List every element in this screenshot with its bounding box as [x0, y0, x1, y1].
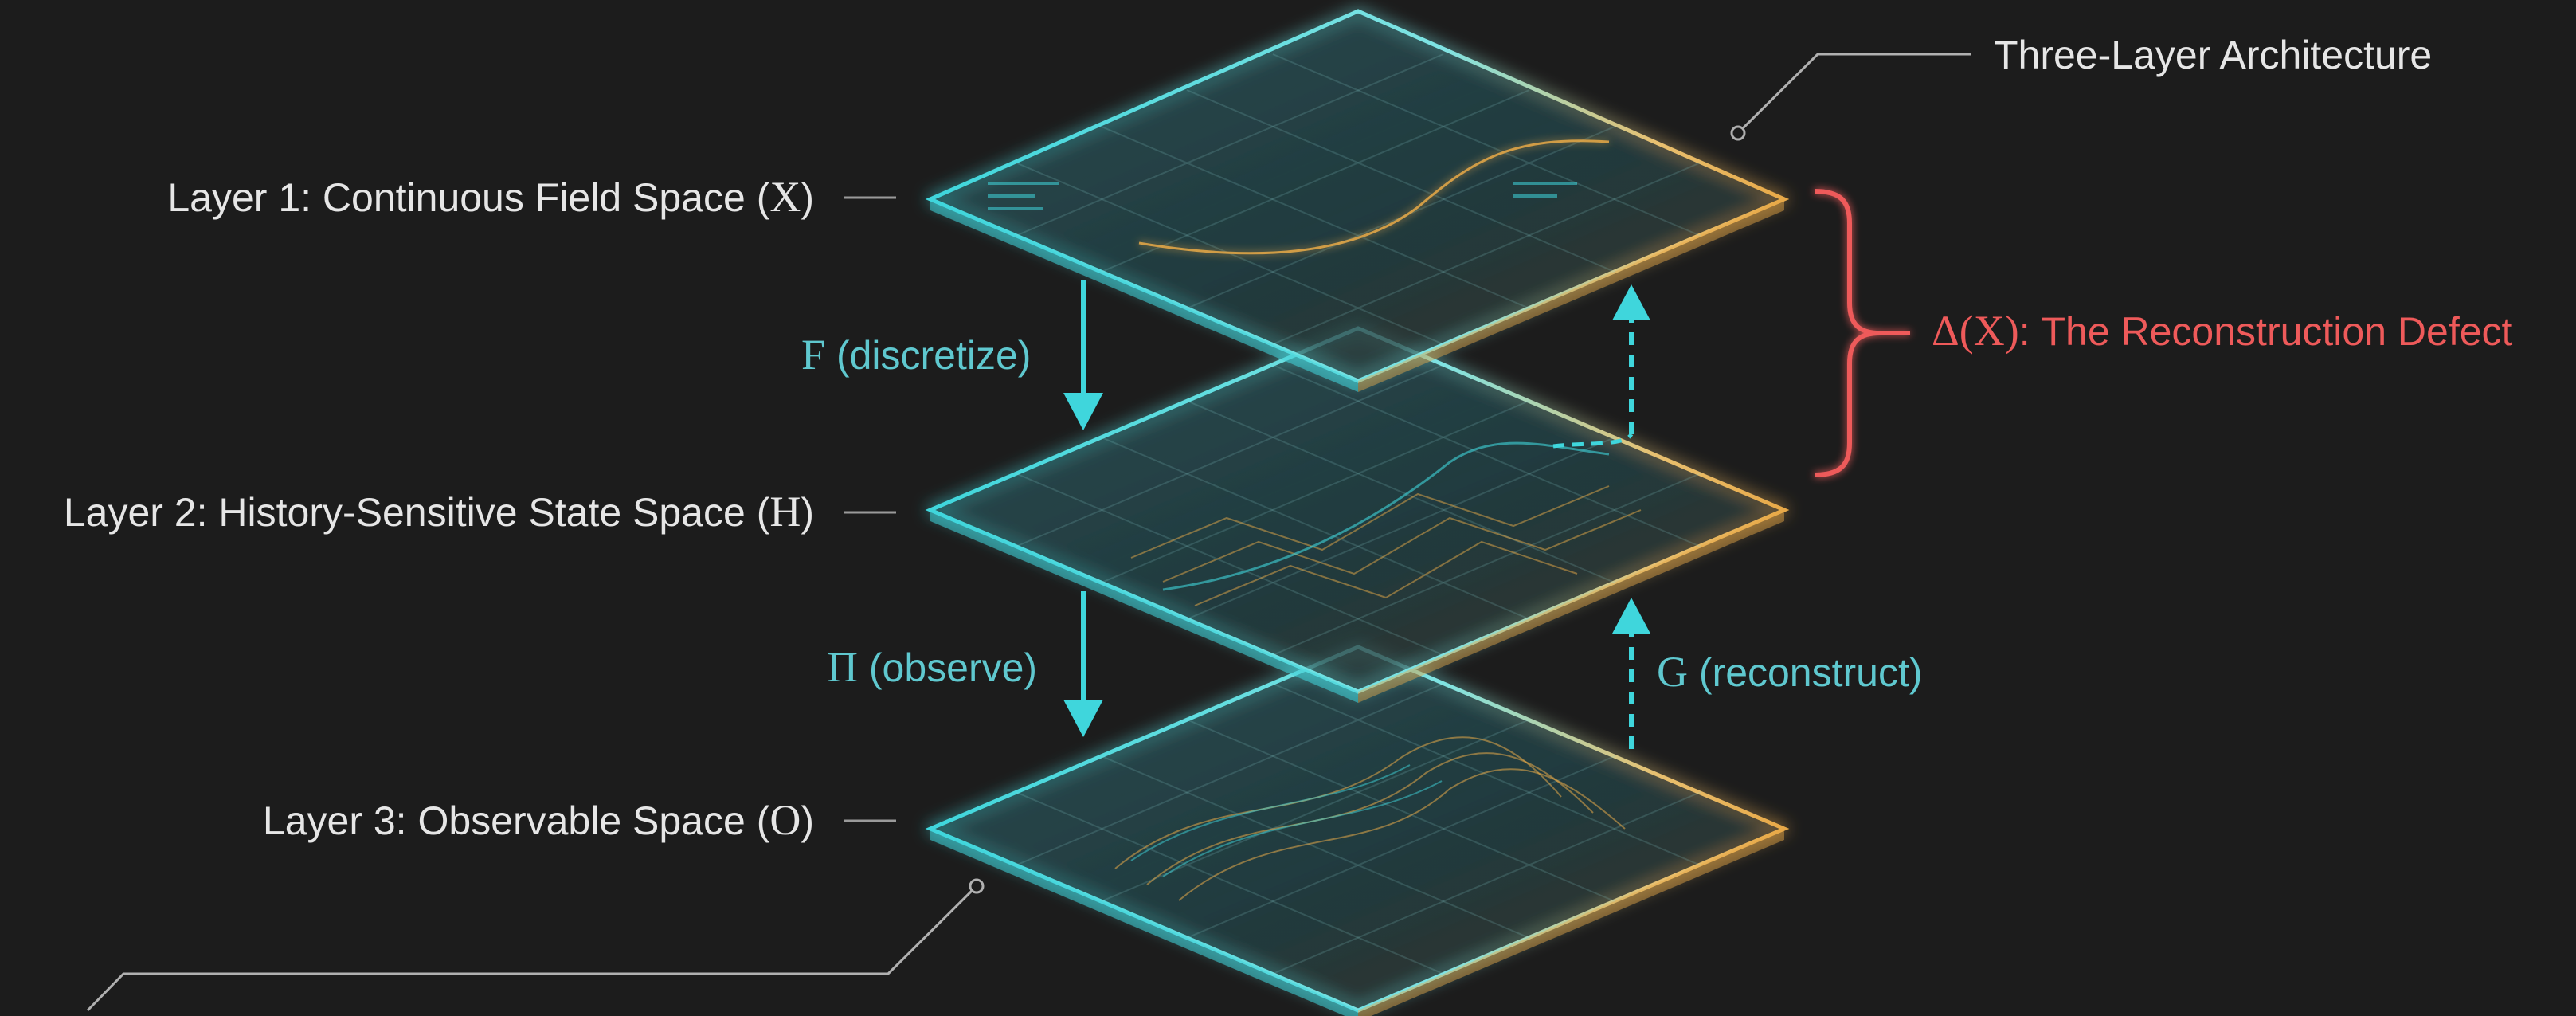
layer-1-label: Layer 1: Continuous Field Space (X)	[167, 175, 814, 218]
layer-3-label-text: Layer 3: Observable Space (	[262, 798, 770, 843]
observe-label: Π (observe)	[827, 645, 1037, 688]
layer-1-symbol: X	[769, 173, 801, 221]
observe-symbol: Π	[827, 643, 858, 691]
layer-1-plate	[925, 9, 1790, 392]
reconstruct-label: G (reconstruct)	[1657, 650, 1923, 693]
layer-2-label: Layer 2: History-Sensitive State Space (…	[64, 490, 814, 533]
layer-2-label-text: Layer 2: History-Sensitive State Space (	[63, 490, 770, 535]
layer-2-suffix: )	[801, 490, 814, 535]
discretize-text: (discretize)	[825, 333, 1032, 378]
defect-brace	[1814, 189, 1910, 477]
layer-2-symbol: H	[769, 488, 801, 535]
defect-text: : The Reconstruction Defect	[2018, 309, 2513, 354]
layer-2-plate	[925, 326, 1790, 703]
architecture-title: Three-Layer Architecture	[1994, 35, 2432, 75]
observe-text: (observe)	[858, 645, 1038, 690]
defect-label: Δ(X): The Reconstruction Defect	[1932, 309, 2512, 352]
reconstruct-symbol: G	[1657, 648, 1688, 696]
architecture-callout-line	[1730, 53, 1971, 141]
defect-symbol: Δ(X)	[1932, 307, 2019, 355]
discretize-arrow	[1063, 280, 1103, 430]
reconstruct-text: (reconstruct)	[1688, 650, 1923, 695]
layer-leader-lines	[844, 196, 896, 822]
discretize-symbol: F	[801, 331, 826, 379]
layer-1-label-text: Layer 1: Continuous Field Space (	[167, 175, 770, 220]
layer-3-suffix: )	[801, 798, 814, 843]
bottom-callout-line	[86, 878, 985, 1012]
architecture-title-text: Three-Layer Architecture	[1994, 33, 2433, 77]
layer-3-symbol: O	[769, 796, 801, 844]
reconstruct-arrow	[1612, 598, 1650, 749]
observe-arrow	[1063, 591, 1103, 737]
layer-1-suffix: )	[801, 175, 814, 220]
layer-3-label: Layer 3: Observable Space (O)	[263, 798, 814, 841]
layer-3-plate	[925, 645, 1790, 1016]
defect-return-arrow	[1552, 284, 1650, 449]
discretize-label: F (discretize)	[801, 333, 1031, 376]
